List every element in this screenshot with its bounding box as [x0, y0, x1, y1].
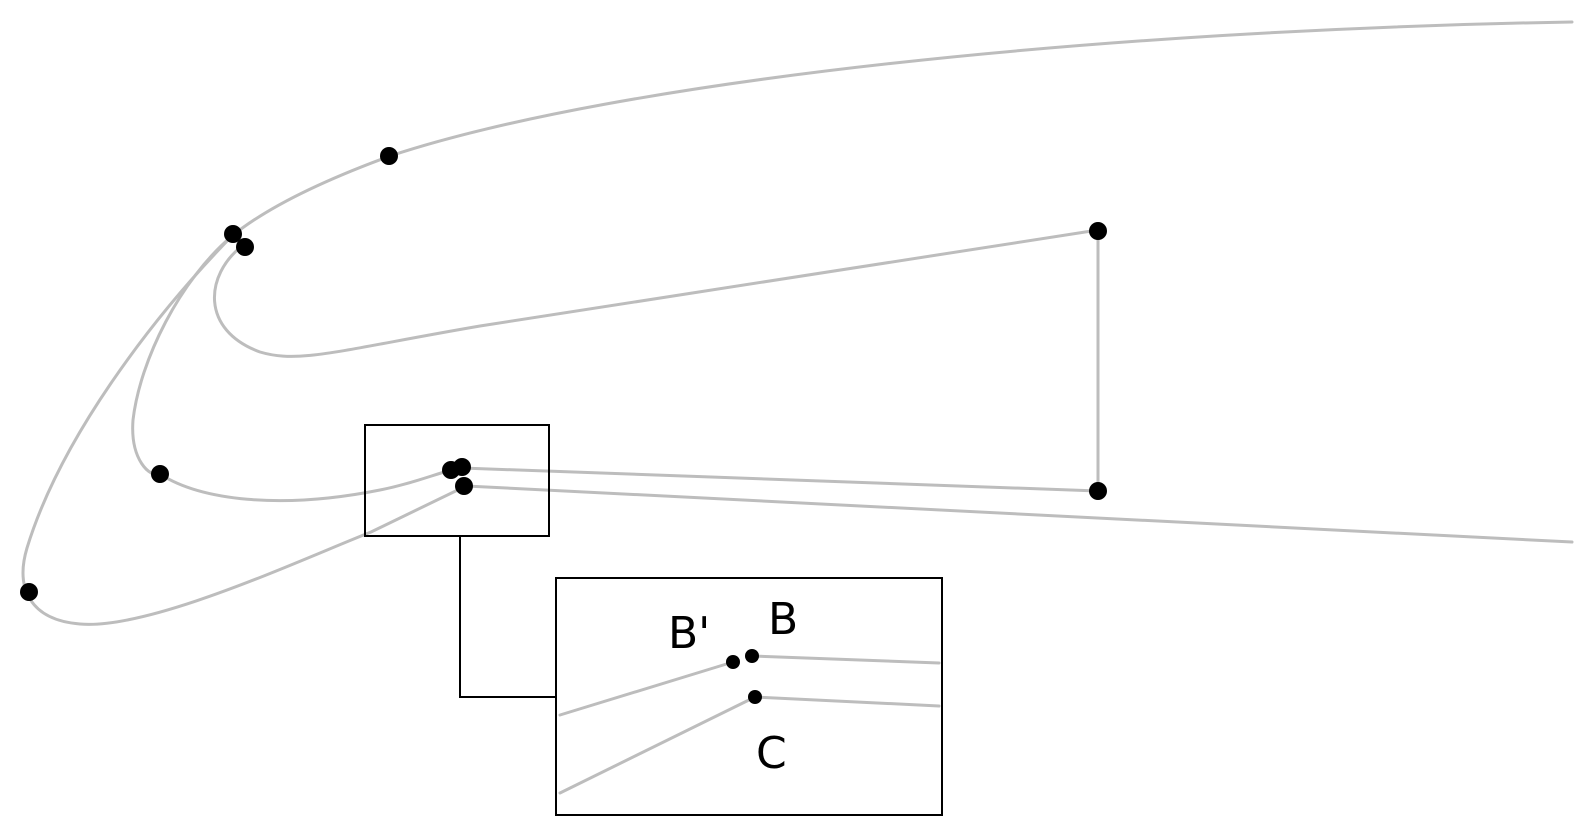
inset-c-line-right [753, 695, 941, 708]
inset-point-c [748, 690, 762, 704]
main-cove-curve [158, 468, 453, 503]
inset-b-line [750, 654, 941, 665]
inset-point-b-prime [726, 655, 740, 669]
inset-view: B' B C [555, 577, 943, 816]
inset-c-line-left [558, 695, 757, 795]
inset-point-b [745, 649, 759, 663]
label-b: B [768, 594, 798, 645]
slat-element [21, 234, 1574, 626]
zoom-region-box [364, 424, 550, 537]
point-te-upper [1089, 222, 1107, 240]
main-cove-upper-line [460, 466, 1100, 493]
point-upper [380, 147, 398, 165]
main-airfoil [131, 20, 1574, 503]
main-lower-surface [131, 234, 234, 477]
point-le-2 [236, 238, 254, 256]
main-upper-surface [230, 20, 1574, 238]
lower-surface-line [464, 484, 1574, 544]
inset-b-prime-line [558, 660, 735, 717]
zoom-leader-line [459, 536, 556, 698]
point-slat-bottom [20, 583, 38, 601]
point-c [455, 477, 473, 495]
point-te-lower [1089, 482, 1107, 500]
point-b [453, 458, 471, 476]
main-nose-curve [212, 228, 1100, 358]
control-points [20, 147, 1107, 601]
label-b-prime: B' [668, 608, 710, 659]
label-c: C [756, 728, 787, 779]
inset-frame [555, 577, 943, 816]
point-le-1 [224, 225, 242, 243]
slat-outer-curve [21, 234, 468, 626]
point-lower-left [151, 465, 169, 483]
